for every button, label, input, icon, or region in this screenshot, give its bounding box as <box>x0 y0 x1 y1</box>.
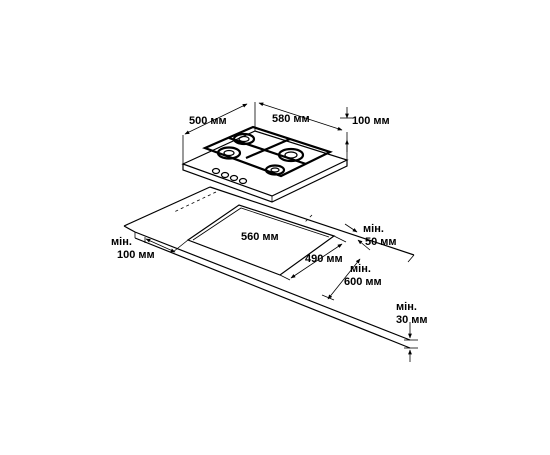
burner-front-right <box>264 164 286 176</box>
dim-cutout-depth: 490 мм <box>279 235 347 281</box>
label-side-min: мін. <box>111 236 132 248</box>
label-hob-width: 580 мм <box>272 113 310 125</box>
dash-guide <box>173 191 217 213</box>
label-worktop-thickness: 30 мм <box>396 314 428 326</box>
label-worktop-depth: 600 мм <box>344 276 382 288</box>
hob-knobs <box>211 167 248 185</box>
label-cutout-width: 560 мм <box>241 231 279 243</box>
label-hob-height: 100 мм <box>352 115 390 127</box>
hob-grate-bar <box>245 137 291 160</box>
dim-worktop-depth: мін. 600 мм <box>321 254 415 301</box>
hob-edge <box>182 160 348 203</box>
dim-hob-depth: 500 мм <box>182 102 256 164</box>
label-back-clearance: 50 мм <box>365 236 397 248</box>
hob-top-surface <box>181 130 349 197</box>
dash-guide <box>304 214 313 223</box>
dim-side-clearance: мін. 100 мм <box>111 236 189 261</box>
label-worktop-min: мін. <box>350 263 371 275</box>
burner-front-left <box>216 146 242 160</box>
burner-back-right <box>277 147 305 163</box>
dim-back-clearance: мін. 50 мм <box>344 223 397 251</box>
dim-hob-width: 580 мм <box>258 102 348 160</box>
label-hob-depth: 500 мм <box>189 115 227 127</box>
dim-worktop-thickness: мін. 30 мм <box>396 301 428 362</box>
worktop <box>123 186 415 349</box>
label-back-min: мін. <box>363 223 384 235</box>
hob-grate-bar <box>228 136 307 166</box>
dim-hob-height: 100 мм <box>340 107 390 152</box>
hob <box>181 125 349 203</box>
label-cutout-depth: 490 мм <box>305 253 343 265</box>
label-thickness-min: мін. <box>396 301 417 313</box>
label-side-clearance: 100 мм <box>117 249 155 261</box>
